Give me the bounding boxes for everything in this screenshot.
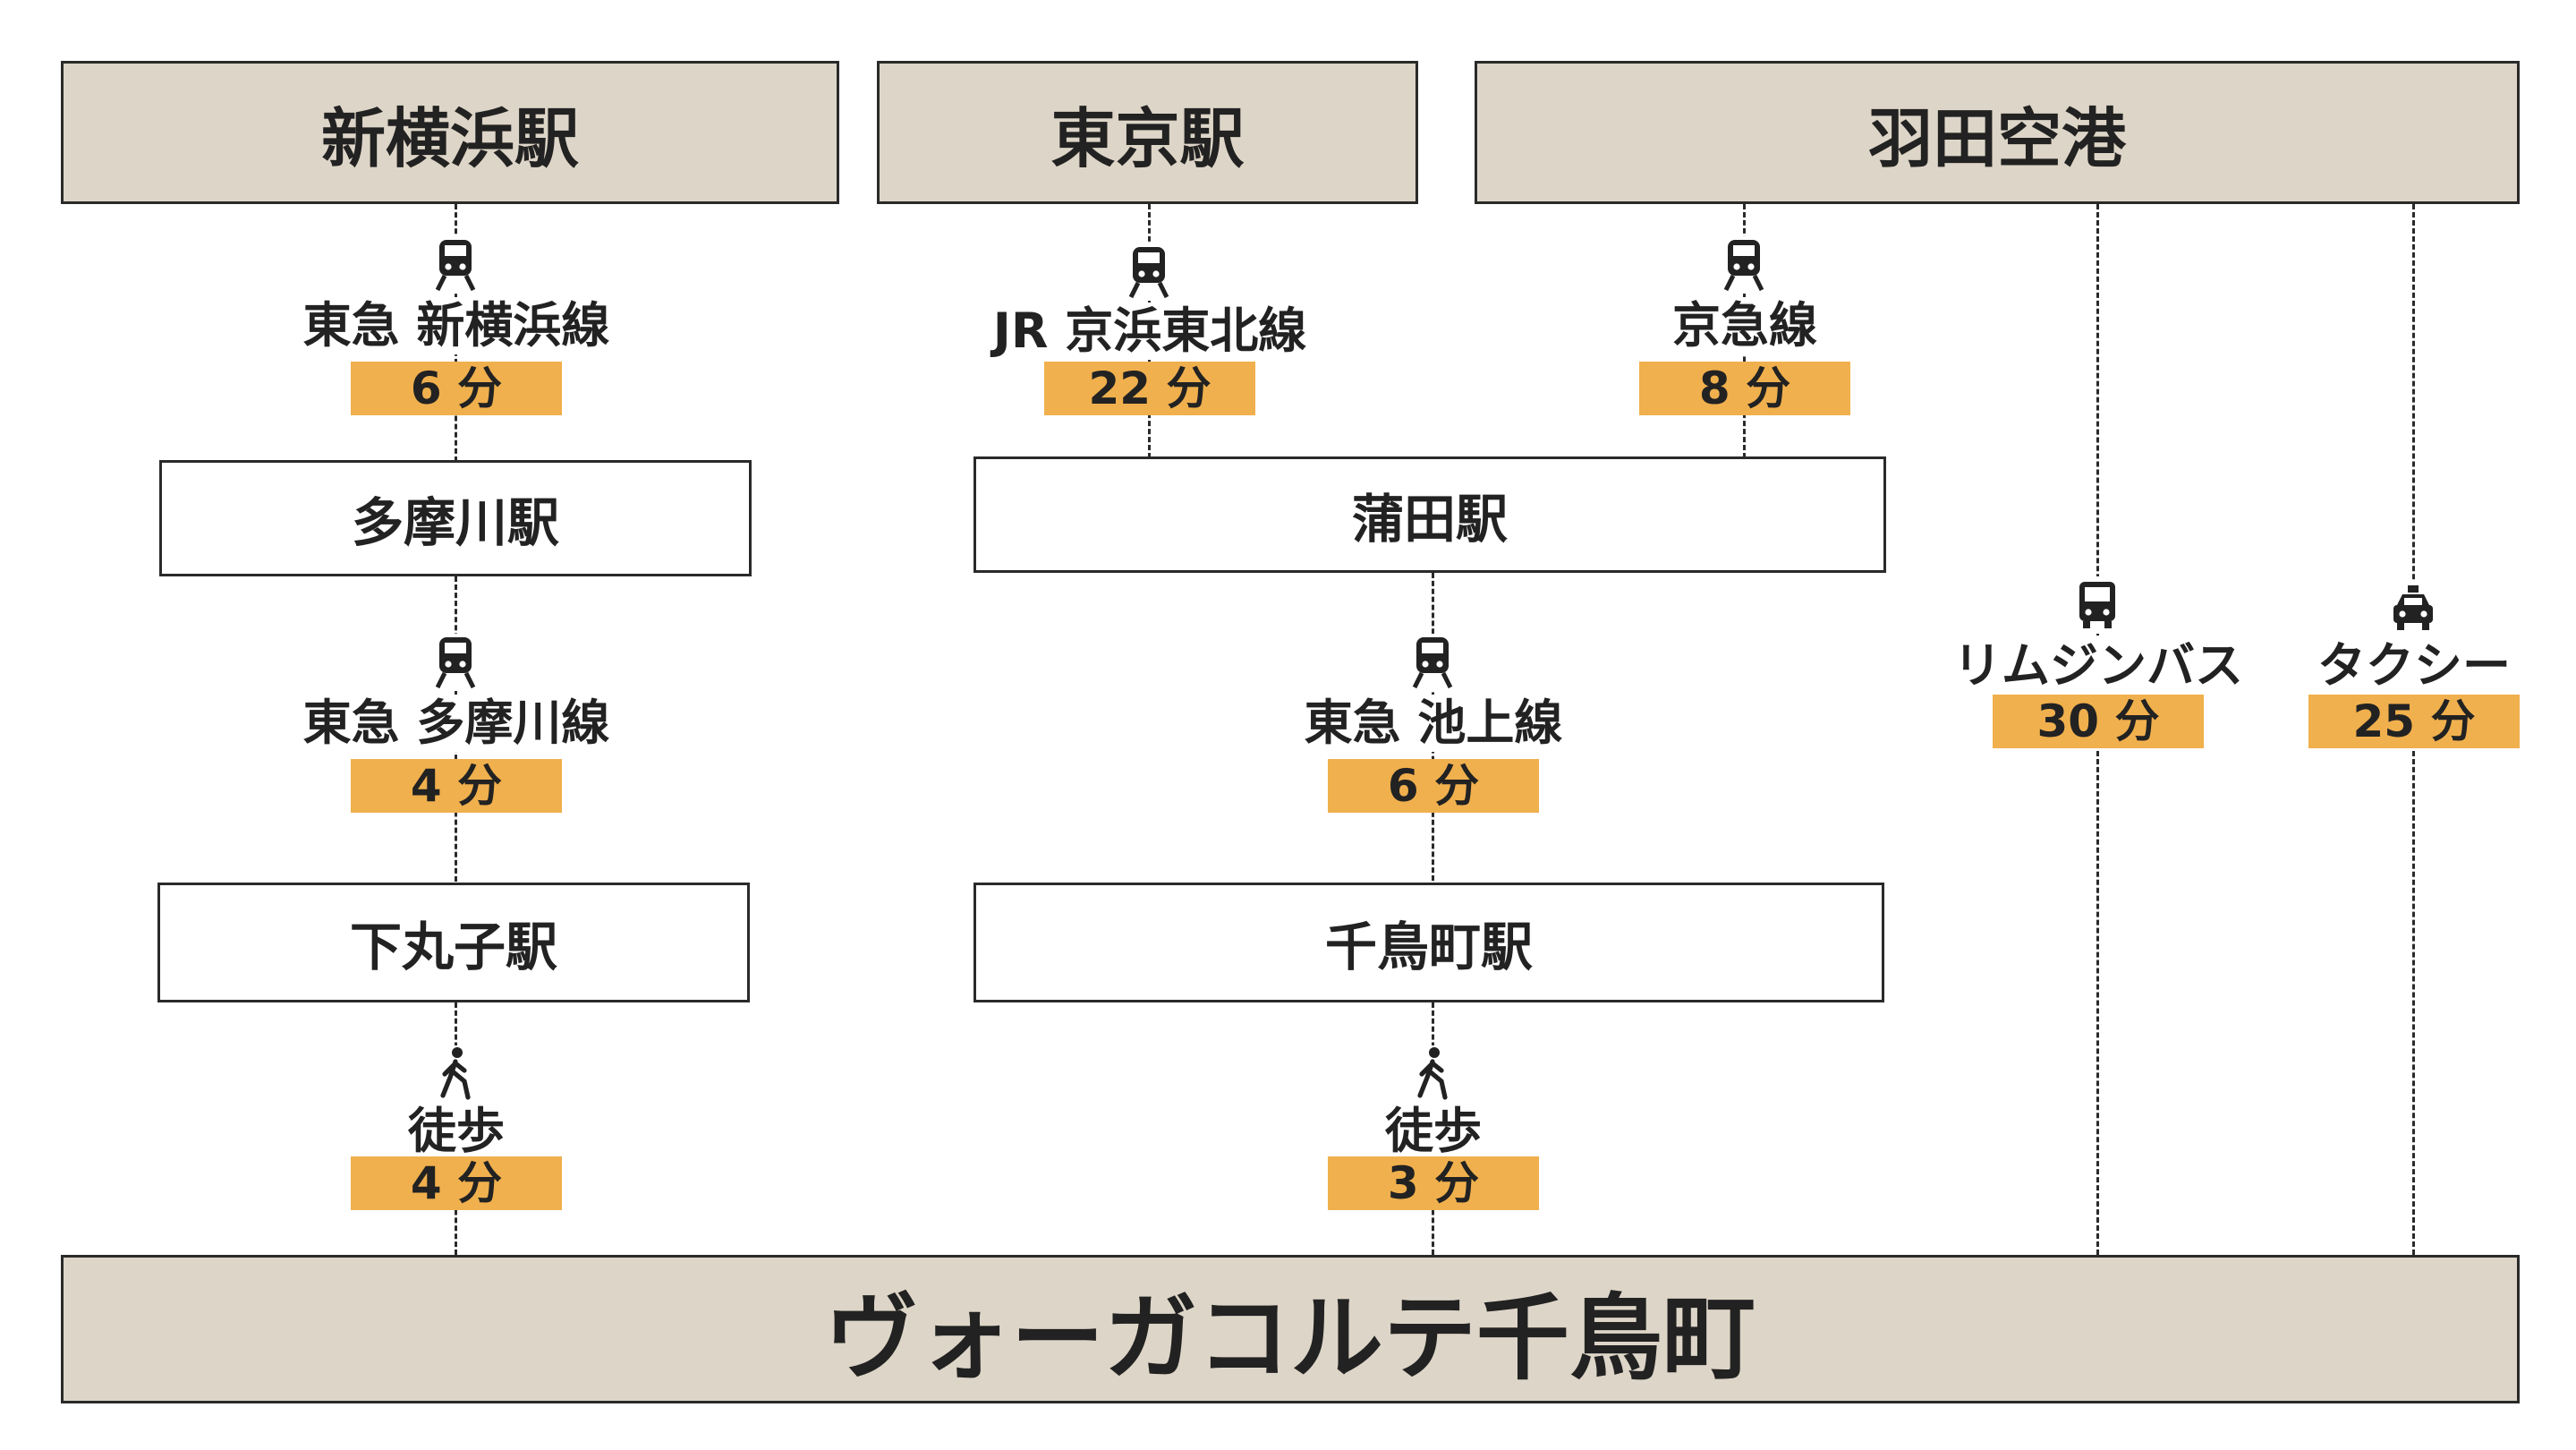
route-label: タクシー [2317,637,2511,695]
origin-haneda: 羽田空港 [1475,61,2520,204]
train-icon [1407,634,1458,691]
time-badge: 6 分 [1328,759,1539,813]
origin-tokyo: 東京駅 [877,61,1418,204]
station-tamagawa: 多摩川駅 [159,460,752,576]
station-shimomaruko: 下丸子駅 [157,883,750,1002]
origin-shinyokohama: 新横浜駅 [61,61,839,204]
train-icon [1124,243,1174,301]
time-badge: 3 分 [1328,1156,1539,1210]
route-label: リムジンバス [1953,637,2243,695]
station-chidoricho: 千鳥町駅 [973,883,1884,1002]
time-badge: 6 分 [351,362,562,415]
train-icon [1719,236,1769,294]
time-badge: 22 分 [1044,362,1255,415]
route-label: 東急 多摩川線 [302,695,610,752]
route-label: 東急 池上線 [1304,695,1563,752]
time-badge: 4 分 [351,759,562,813]
route-label: 京急線 [1672,297,1817,354]
walking-icon [430,1045,480,1103]
route-label: 徒歩 [1385,1103,1482,1160]
route-label: 徒歩 [408,1103,505,1160]
time-badge: 4 分 [351,1156,562,1210]
time-badge: 25 分 [2308,695,2520,748]
train-icon [430,236,480,294]
station-kamata: 蒲田駅 [973,456,1886,573]
bus-icon [2072,576,2122,634]
route-label: 東急 新横浜線 [302,297,610,354]
route-label: JR 京浜東北線 [992,303,1307,360]
time-badge: 30 分 [1993,695,2204,748]
taxi-icon [2388,580,2438,637]
destination-box: ヴォーガコルテ千鳥町 [61,1255,2520,1403]
train-icon [430,634,480,691]
time-badge: 8 分 [1639,362,1850,415]
walking-icon [1407,1045,1458,1103]
